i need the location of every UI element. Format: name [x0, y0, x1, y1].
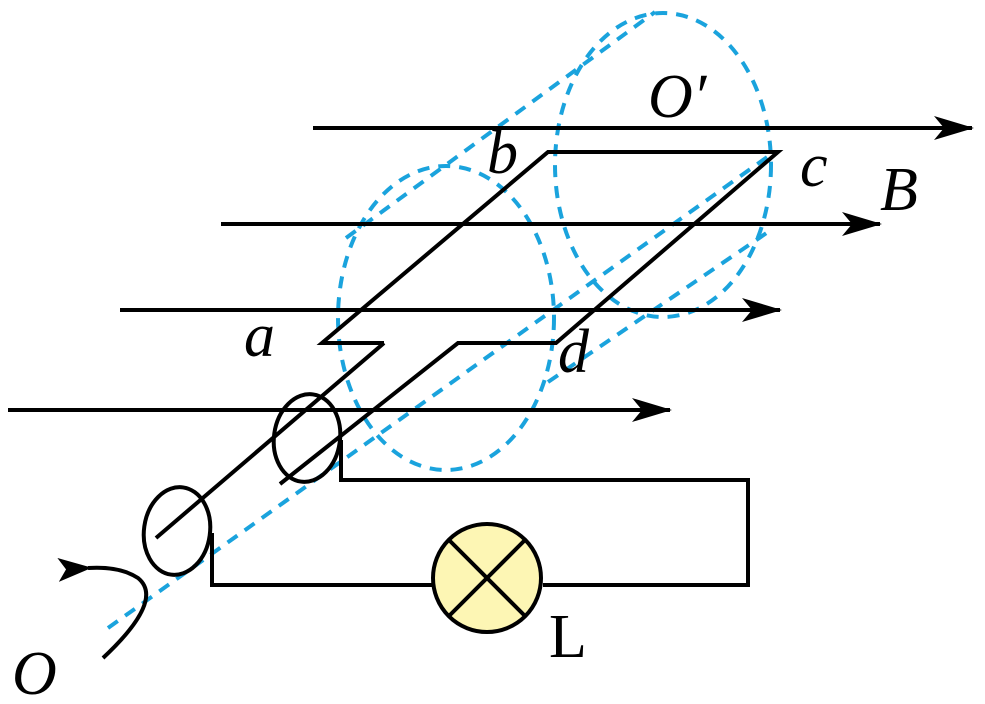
label-b: b	[487, 119, 518, 187]
circuit-wire-lower	[210, 533, 432, 587]
front-rotation-circle	[336, 164, 556, 472]
label-B: B	[880, 156, 918, 224]
slip-rings	[141, 392, 343, 577]
label-d: d	[558, 318, 590, 386]
lamp-cross-2	[447, 538, 527, 618]
rotation-direction-arrow	[57, 557, 149, 660]
coil-abcd	[154, 150, 784, 540]
cylinder-bottom-edge	[546, 230, 770, 384]
label-c: c	[800, 132, 828, 200]
label-a: a	[244, 302, 275, 370]
external-circuit	[210, 440, 750, 587]
cylinder-top-edge	[344, 10, 657, 240]
lamp	[431, 522, 543, 634]
lead-a-to-front-ring	[154, 341, 386, 540]
coil-outline	[278, 150, 784, 486]
label-L: L	[549, 603, 587, 671]
label-O-prime: O′	[648, 63, 708, 131]
rear-rotation-circle	[553, 11, 773, 319]
magnetic-field-lines	[8, 116, 974, 422]
label-O: O	[12, 640, 57, 704]
rotation-axis-OO-prime	[106, 153, 772, 630]
rotation-cylinder	[106, 10, 773, 630]
slip-ring-outer	[141, 485, 213, 577]
circuit-wire-upper	[339, 440, 750, 587]
slip-ring-inner	[271, 392, 343, 484]
